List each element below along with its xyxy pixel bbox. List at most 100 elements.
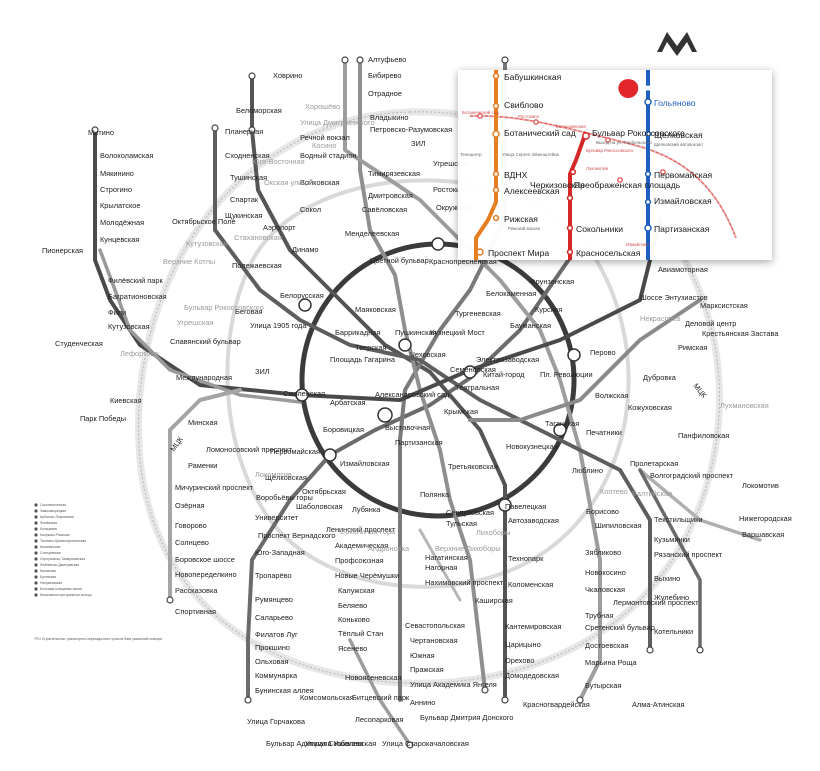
station-label: Октябрьское Поле xyxy=(172,217,236,226)
station-label: Румянцево xyxy=(255,595,293,604)
station-label: Курская xyxy=(535,305,562,314)
station-label: Пролетарская xyxy=(630,459,678,468)
mck-station-label: Бульвар Рокоссовского xyxy=(184,303,264,312)
station-label: Театральная xyxy=(455,383,499,392)
station-label: Боровицкая xyxy=(323,425,364,434)
inset-map: Бабушкинская Свиблово Ботанический сад В… xyxy=(460,70,737,260)
station-label: Новокосино xyxy=(585,568,626,577)
station-label: Жулебино xyxy=(654,593,689,602)
station-label: Царицыно xyxy=(505,640,541,649)
inset-note: Телецентр xyxy=(460,152,482,157)
station-label: Технопарк xyxy=(508,554,544,563)
station-label: Владыкино xyxy=(370,113,409,122)
legend-footnote: TPU Строительство транспортно-пересадочн… xyxy=(34,637,162,641)
station-label: Планерная xyxy=(225,127,263,136)
station-label: Чеховская xyxy=(410,350,446,359)
station-label: Достоевская xyxy=(585,641,628,650)
inset-mck-station: Ботанический сад xyxy=(462,110,499,115)
station-label: Текстильщики xyxy=(654,515,702,524)
station-label: Спортивная xyxy=(175,607,216,616)
station-label: Электрозаводская xyxy=(476,355,539,364)
mck-station-label: Лухмановская xyxy=(720,401,769,410)
station-label: Арбатская xyxy=(330,398,366,407)
inset-station: ВДНХ xyxy=(504,170,528,180)
station-label: Тургеневская xyxy=(455,309,501,318)
legend-item: Филёвская xyxy=(40,521,57,525)
station-label: Угрешская xyxy=(433,159,469,168)
station-label: Отрадное xyxy=(368,89,402,98)
station-label: Академическая xyxy=(335,541,388,550)
station-label: Окружная xyxy=(436,203,470,212)
station-label: Нахимовский проспект xyxy=(425,578,504,587)
station-label: Войковская xyxy=(300,178,340,187)
inset-mck-station: Локомотив xyxy=(586,166,609,171)
mck-station-label: Соколиная Гора xyxy=(340,527,396,536)
station-label: Краснопресненская xyxy=(429,257,497,266)
station-label: Тверская xyxy=(355,343,386,352)
station-label: Третьяковская xyxy=(448,462,498,471)
station-label: Римская xyxy=(678,343,707,352)
station-label: Боровское шоссе xyxy=(175,555,235,564)
mck-station-label: Улица Дмитриевского xyxy=(300,118,375,127)
station-label: Марьина Роща xyxy=(585,658,637,667)
station-label: Измайловская xyxy=(340,459,390,468)
station-label: Менделеевская xyxy=(345,229,399,238)
station-label: Бунинская аллея xyxy=(255,686,314,695)
station-label: Орехово xyxy=(505,656,534,665)
station-label: Пражская xyxy=(410,665,444,674)
station-label: Ленинский проспект xyxy=(326,525,396,534)
station-label: Лермонтовский проспект xyxy=(613,598,699,607)
station-label: Багратионовская xyxy=(108,292,167,301)
station-label: Ольховая xyxy=(255,657,289,666)
station-label: Коньково xyxy=(338,615,370,624)
station-labels: Ховрино Алтуфьево Бибирево Отрадное Влад… xyxy=(42,55,792,748)
station-label: Нагатинская xyxy=(425,553,468,562)
station-label: Домодедовская xyxy=(505,671,559,680)
inset-station: Щёлковская xyxy=(654,130,703,140)
station-label: Динамо xyxy=(292,245,319,254)
legend-item: Люблинско-Дмитровская xyxy=(40,563,79,567)
inset-mck-station: Ростокино xyxy=(518,114,540,119)
station-label: Киевская xyxy=(110,396,142,405)
station-label: Беговая xyxy=(235,307,263,316)
station-label: Тульская xyxy=(446,519,477,528)
station-label: Калужская xyxy=(338,586,375,595)
station-label: Фили xyxy=(108,308,126,317)
station-label: Алтуфьево xyxy=(368,55,406,64)
inset-station: Красносельская xyxy=(576,248,641,258)
mck-station-label: Некрасовка xyxy=(640,314,681,323)
legend-item: Солнцевская xyxy=(40,551,61,555)
inset-note: Рижский вокзал xyxy=(508,226,541,231)
station-label: Перово xyxy=(590,348,616,357)
station-label: Трубная xyxy=(585,611,613,620)
station-label: Университет xyxy=(255,513,299,522)
station-label: Коломенская xyxy=(508,580,553,589)
station-label: Бутырская xyxy=(585,681,621,690)
station-label: Тушинская xyxy=(230,173,267,182)
inset-station: Проспект Мира xyxy=(488,248,549,258)
station-dots xyxy=(91,56,704,749)
station-label: Ховрино xyxy=(273,71,302,80)
station-label: Новокузнецкая xyxy=(506,442,558,451)
station-label: Первомайская xyxy=(270,447,320,456)
legend-item: Калининская xyxy=(40,545,61,549)
station-label: Крымская xyxy=(444,407,478,416)
station-label: Беломорская xyxy=(236,106,282,115)
station-label: Коммунарка xyxy=(255,671,298,680)
station-label: Улица Старокачаловская xyxy=(382,739,469,748)
inset-note: Щёлковский автовокзал xyxy=(654,142,703,147)
station-label: Алма-Атинская xyxy=(632,700,684,709)
station-label: Пионерская xyxy=(42,246,83,255)
station-label: Аннино xyxy=(410,698,435,707)
station-label: Люблино xyxy=(572,466,603,475)
station-label: Прокшино xyxy=(255,643,290,652)
station-label: Чкаловская xyxy=(585,585,625,594)
station-label: Полянка xyxy=(420,490,450,499)
station-label: Шаболовская xyxy=(296,502,343,511)
inset-station: Первомайская xyxy=(654,170,712,180)
mck-ring xyxy=(135,108,723,687)
station-label: Новоясеневская xyxy=(345,673,401,682)
station-label: Минская xyxy=(188,418,218,427)
station-label: Октябрьская xyxy=(302,487,346,496)
station-label: Павелецкая xyxy=(505,502,546,511)
